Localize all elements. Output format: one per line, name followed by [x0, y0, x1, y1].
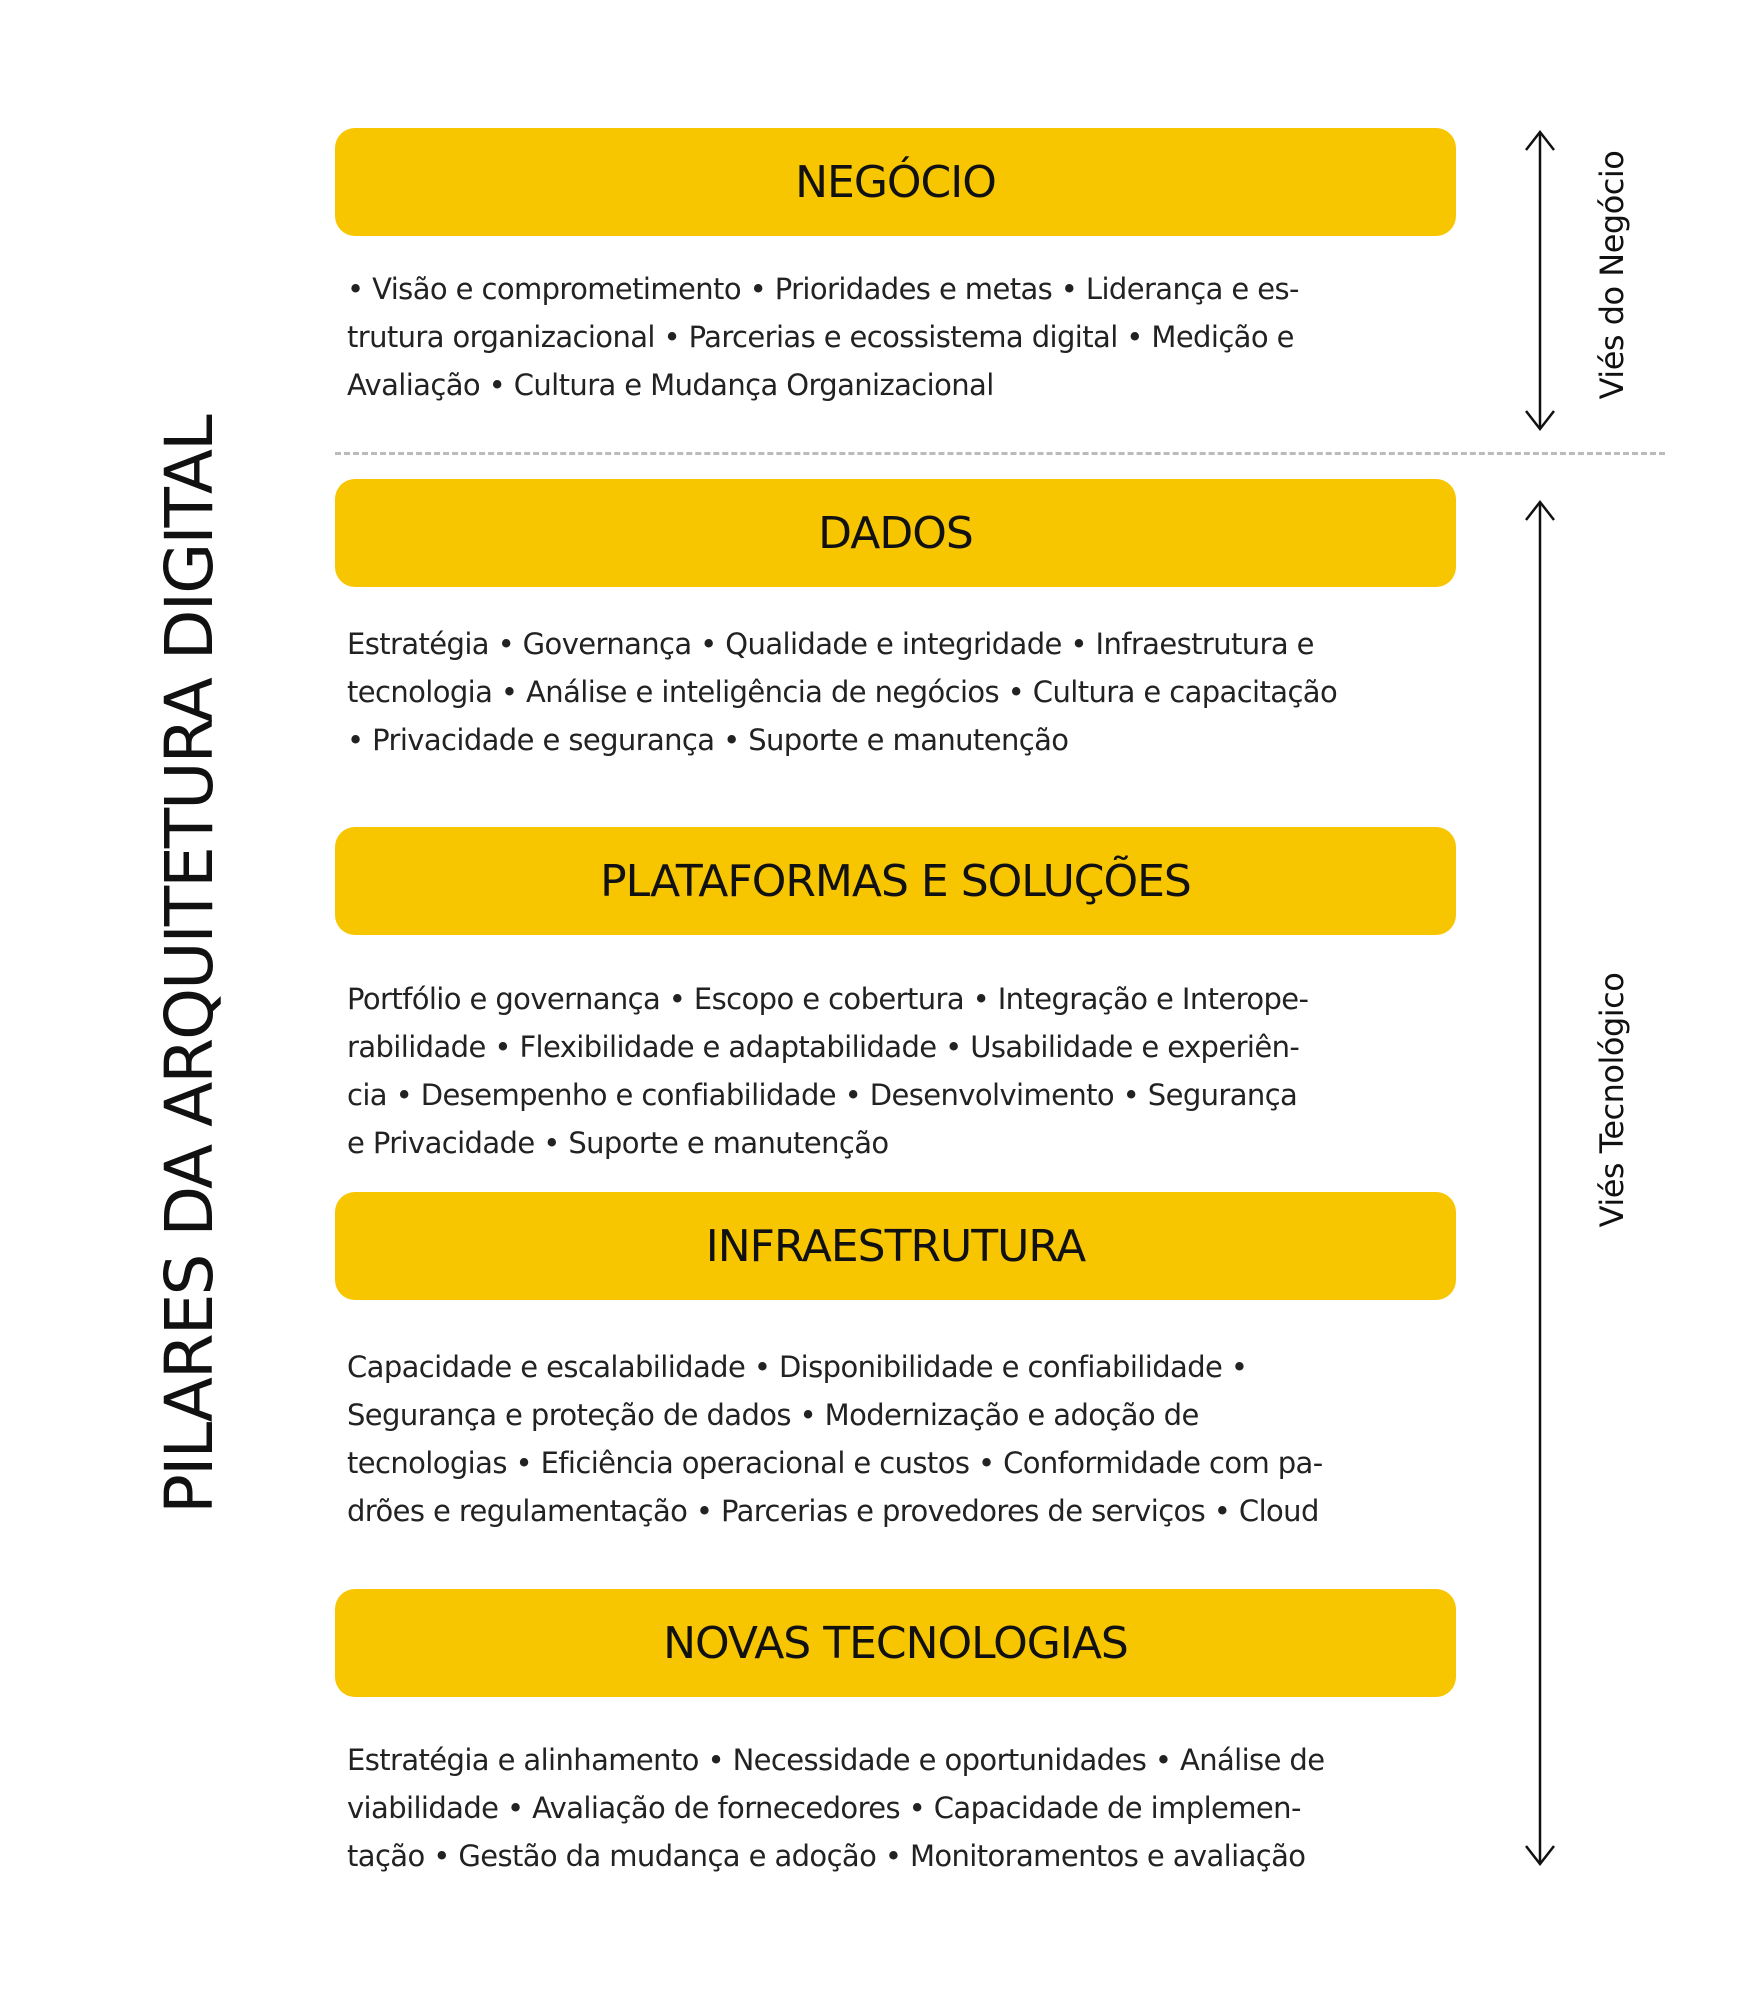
- pillar-text-line: trutura organizacional • Parcerias e eco…: [347, 320, 1294, 354]
- double-arrow-technology-icon: [1525, 499, 1555, 1867]
- main-title-container: PILARES DA ARQUITETURA DIGITAL: [150, 230, 230, 1700]
- pillar-text-line: Segurança e proteção de dados • Moderniz…: [347, 1398, 1199, 1432]
- side-label-business-container: Viés do Negócio: [1592, 130, 1632, 420]
- pillar-header-novas-tecnologias: NOVAS TECNOLOGIAS: [335, 1589, 1456, 1697]
- pillar-text-line: drões e regulamentação • Parcerias e pro…: [347, 1494, 1319, 1528]
- pillar-body-negocio: • Visão e comprometimento • Prioridades …: [347, 265, 1427, 409]
- pillar-body-infraestrutura: Capacidade e escalabilidade • Disponibil…: [347, 1343, 1427, 1535]
- side-label-technology-container: Viés Tecnológico: [1592, 950, 1632, 1270]
- side-label-technology: Viés Tecnológico: [1593, 972, 1631, 1228]
- pillar-text-line: Portfólio e governança • Escopo e cobert…: [347, 982, 1309, 1016]
- pillar-text-line: Estratégia • Governança • Qualidade e in…: [347, 627, 1314, 661]
- pillar-text-line: Estratégia e alinhamento • Necessidade e…: [347, 1743, 1325, 1777]
- dashed-divider: [335, 452, 1665, 455]
- pillar-title: NOVAS TECNOLOGIAS: [663, 1617, 1129, 1669]
- pillar-text-line: e Privacidade • Suporte e manutenção: [347, 1126, 889, 1160]
- pillar-text-line: cia • Desempenho e confiabilidade • Dese…: [347, 1078, 1298, 1112]
- pillar-text-line: Avaliação • Cultura e Mudança Organizaci…: [347, 368, 994, 402]
- pillar-body-plataformas: Portfólio e governança • Escopo e cobert…: [347, 975, 1427, 1167]
- pillar-header-dados: DADOS: [335, 479, 1456, 587]
- pillar-text-line: viabilidade • Avaliação de fornecedores …: [347, 1791, 1301, 1825]
- pillar-text-line: tecnologias • Eficiência operacional e c…: [347, 1446, 1323, 1480]
- pillar-header-negocio: NEGÓCIO: [335, 128, 1456, 236]
- pillar-text-line: Capacidade e escalabilidade • Disponibil…: [347, 1350, 1248, 1384]
- side-label-business: Viés do Negócio: [1593, 150, 1631, 400]
- pillar-title: INFRAESTRUTURA: [705, 1220, 1086, 1272]
- double-arrow-business-icon: [1525, 129, 1555, 432]
- pillar-title: DADOS: [818, 507, 974, 559]
- pillar-title: PLATAFORMAS E SOLUÇÕES: [600, 855, 1192, 907]
- main-title: PILARES DA ARQUITETURA DIGITAL: [151, 416, 228, 1514]
- pillar-text-line: tecnologia • Análise e inteligência de n…: [347, 675, 1338, 709]
- pillar-title: NEGÓCIO: [795, 156, 997, 208]
- pillar-text-line: rabilidade • Flexibilidade e adaptabilid…: [347, 1030, 1300, 1064]
- pillar-header-plataformas: PLATAFORMAS E SOLUÇÕES: [335, 827, 1456, 935]
- pillar-body-novas-tecnologias: Estratégia e alinhamento • Necessidade e…: [347, 1736, 1427, 1880]
- pillar-text-line: • Privacidade e segurança • Suporte e ma…: [347, 723, 1069, 757]
- pillar-body-dados: Estratégia • Governança • Qualidade e in…: [347, 620, 1427, 764]
- pillar-text-line: tação • Gestão da mudança e adoção • Mon…: [347, 1839, 1306, 1873]
- pillar-header-infraestrutura: INFRAESTRUTURA: [335, 1192, 1456, 1300]
- pillar-text-line: • Visão e comprometimento • Prioridades …: [347, 272, 1299, 306]
